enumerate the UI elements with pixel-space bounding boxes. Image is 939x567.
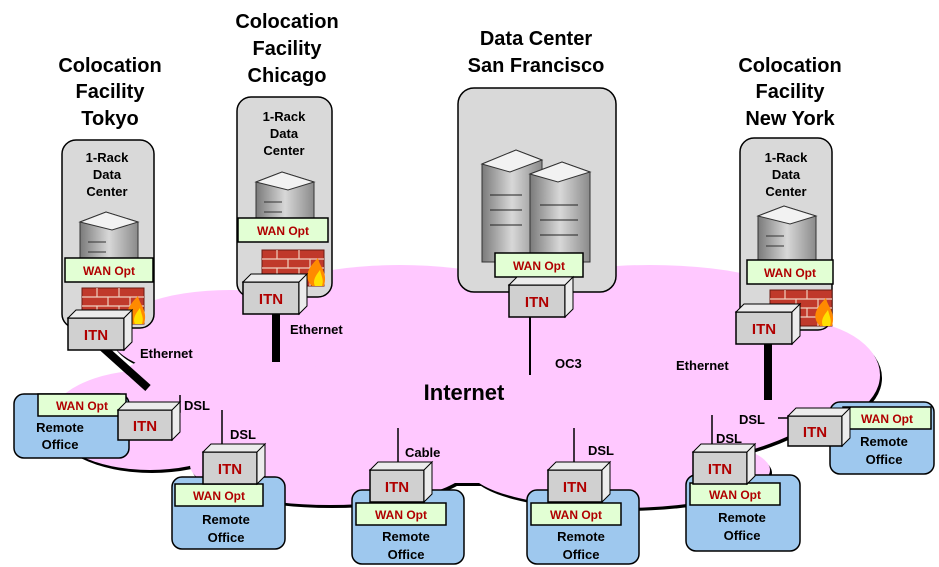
cable-label: Cable [405,445,440,460]
chicago-title-line2: Facility [253,38,323,60]
chicago-title-line3: Chicago [248,65,327,87]
svg-text:ITN: ITN [525,294,549,311]
internet-label: Internet [424,380,505,405]
itn-tokyo: ITN [66,308,134,352]
remote-office-1-line2: Office [42,437,79,452]
chicago-server-icon [254,171,316,229]
tokyo-title-line1: Colocation [58,55,161,77]
dsl-label-2: DSL [230,427,256,442]
tokyo-rack-label-2: Data [93,167,122,182]
sf-title-line1: Data Center [480,28,592,50]
remote-office-2-line2: Office [208,530,245,545]
ethernet-label-newyork: Ethernet [676,358,729,373]
wan-opt-sf: WAN Opt [494,252,584,278]
ethernet-label-chicago: Ethernet [290,322,343,337]
wan-opt-remote-6: WAN Opt [842,406,932,430]
newyork-rack-label-3: Center [765,184,806,199]
remote-office-3-line2: Office [388,547,425,562]
tokyo-rack-label-1: 1-Rack [86,150,129,165]
itn-remote-5: ITN [691,442,757,486]
svg-text:ITN: ITN [752,321,776,338]
remote-office-6-line2: Office [866,452,903,467]
newyork-server-icon [756,205,818,265]
chicago-rack-label-1: 1-Rack [263,109,306,124]
svg-text:ITN: ITN [84,327,108,344]
newyork-title-line3: New York [745,108,835,130]
ethernet-label-tokyo: Ethernet [140,346,193,361]
itn-chicago: ITN [241,272,309,316]
sf-server-icon [480,149,592,263]
itn-newyork: ITN [734,302,802,346]
remote-office-5-line2: Office [724,528,761,543]
wan-opt-remote-3: WAN Opt [355,502,447,526]
itn-remote-6: ITN [786,406,852,448]
tokyo-title-line3: Tokyo [81,108,138,130]
wan-opt-remote-5: WAN Opt [689,482,781,506]
itn-remote-4: ITN [546,460,612,504]
svg-text:WAN Opt: WAN Opt [861,412,913,426]
svg-text:WAN Opt: WAN Opt [513,259,565,273]
wan-opt-chicago: WAN Opt [237,217,329,243]
oc3-label: OC3 [555,356,582,371]
svg-text:ITN: ITN [259,291,283,308]
tokyo-rack-label-3: Center [86,184,127,199]
svg-text:ITN: ITN [563,479,587,496]
svg-text:ITN: ITN [133,418,157,435]
svg-text:ITN: ITN [385,479,409,496]
wan-opt-remote-4: WAN Opt [530,502,622,526]
svg-text:ITN: ITN [218,461,242,478]
itn-remote-2: ITN [201,442,267,486]
sf-title-line2: San Francisco [468,55,605,77]
remote-office-6-line1: Remote [860,434,908,449]
svg-text:WAN Opt: WAN Opt [550,508,602,522]
wan-opt-tokyo: WAN Opt [64,257,154,283]
svg-text:WAN Opt: WAN Opt [193,489,245,503]
newyork-rack-label-1: 1-Rack [765,150,808,165]
wan-opt-remote-1: WAN Opt [37,393,127,417]
newyork-title-line1: Colocation [738,55,841,77]
svg-text:WAN Opt: WAN Opt [375,508,427,522]
newyork-title-line2: Facility [756,81,826,103]
itn-sf: ITN [507,275,575,319]
dsl-label-3: DSL [588,443,614,458]
remote-office-2-line1: Remote [202,512,250,527]
svg-text:WAN Opt: WAN Opt [709,488,761,502]
remote-office-4-line2: Office [563,547,600,562]
svg-text:WAN Opt: WAN Opt [83,264,135,278]
svg-text:WAN Opt: WAN Opt [56,399,108,413]
newyork-rack-label-2: Data [772,167,801,182]
tokyo-title-line2: Facility [76,81,146,103]
dsl-label-5: DSL [739,412,765,427]
svg-text:ITN: ITN [803,424,827,441]
remote-office-1-line1: Remote [36,420,84,435]
wan-opt-remote-2: WAN Opt [174,483,264,507]
dsl-label-1: DSL [184,398,210,413]
links [97,308,792,468]
tokyo-server-icon [78,211,140,271]
svg-text:ITN: ITN [708,461,732,478]
svg-text:WAN Opt: WAN Opt [257,224,309,238]
wan-opt-newyork: WAN Opt [746,259,834,285]
chicago-rack-label-3: Center [263,143,304,158]
dsl-label-4: DSL [716,431,742,446]
remote-office-4-line1: Remote [557,529,605,544]
tokyo-ethernet-link [97,342,151,391]
chicago-title-line1: Colocation [235,11,338,33]
remote-office-3-line1: Remote [382,529,430,544]
itn-remote-3: ITN [368,460,434,504]
chicago-rack-label-2: Data [270,126,299,141]
svg-text:WAN Opt: WAN Opt [764,266,816,280]
itn-remote-1: ITN [116,400,182,442]
remote-office-5-line1: Remote [718,510,766,525]
